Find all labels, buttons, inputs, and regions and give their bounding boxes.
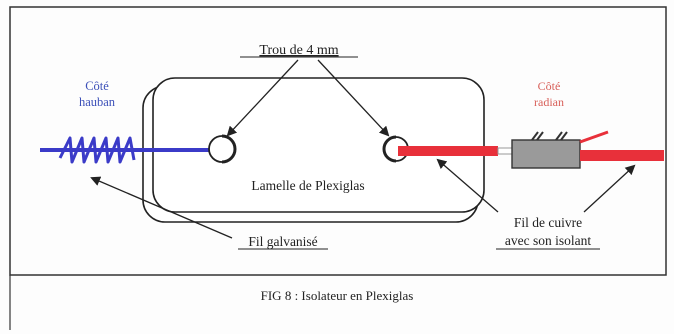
left-hole-shadow xyxy=(221,134,237,164)
copper-wire-segment-1 xyxy=(398,146,498,156)
arrow-to-right-hole xyxy=(317,59,390,137)
right-hole-shadow xyxy=(382,135,397,163)
galvanized-wire-label: Fil galvanisé xyxy=(248,234,317,249)
right-side-label-line2: radian xyxy=(534,95,564,109)
arrow-to-copper-wire-right xyxy=(583,164,636,213)
plexiglas-plate xyxy=(152,77,485,213)
wire-insulator-body xyxy=(511,139,581,169)
arrow-to-left-hole xyxy=(226,59,299,137)
right-side-label-line1: Côté xyxy=(538,79,561,93)
left-side-label-line1: Côté xyxy=(85,79,109,93)
plate-label: Lamelle de Plexiglas xyxy=(251,178,364,193)
hole-label: Trou de 4 mm xyxy=(259,43,338,58)
arrow-to-galvanized-wire xyxy=(90,176,233,239)
copper-wire-label-line2: avec son isolant xyxy=(505,233,591,248)
left-side-label-line2: hauban xyxy=(79,95,116,109)
insulator-clip-marks xyxy=(531,131,568,141)
copper-wire-label-line1: Fil de cuivre xyxy=(514,215,582,230)
arrow-to-copper-wire-left xyxy=(436,158,499,213)
copper-wire-bare-part xyxy=(497,147,513,155)
figure-frame xyxy=(9,6,667,276)
copper-wire-loop xyxy=(579,130,609,144)
copper-wire-segment-2 xyxy=(580,150,664,161)
figure-caption: FIG 8 : Isolateur en Plexiglas xyxy=(260,288,414,303)
galvanized-wire-twist xyxy=(58,136,136,164)
